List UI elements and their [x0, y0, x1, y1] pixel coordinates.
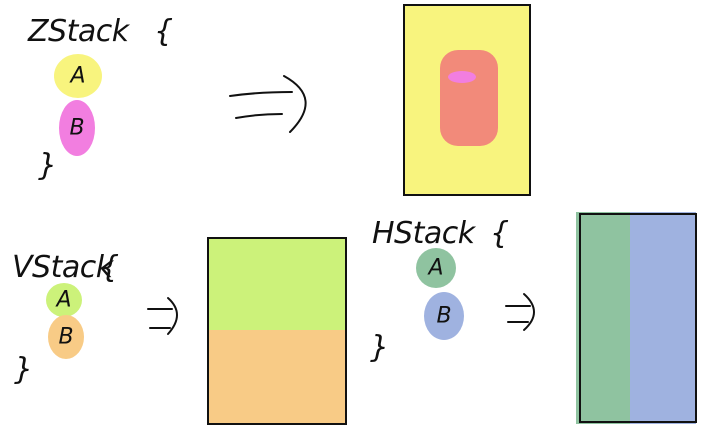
vstack-label-a: A [56, 287, 72, 313]
zstack-keyword: ZStack [28, 14, 129, 49]
zstack-result-salmon [440, 50, 498, 146]
hstack-label-b: B [436, 303, 452, 329]
hstack-result-left [576, 212, 630, 424]
zstack-close-brace: } [38, 148, 57, 183]
vstack-arrow [147, 297, 178, 335]
vstack-close-brace: } [14, 352, 33, 387]
hstack-close-brace: } [370, 330, 389, 365]
hstack-keyword: HStack [372, 216, 475, 251]
hstack-b-blob [424, 292, 464, 340]
zstack-label-a: A [70, 63, 86, 89]
vstack-a-blob [46, 283, 82, 317]
zstack-label-b: B [69, 115, 85, 141]
zstack-result-frame [403, 4, 531, 196]
zstack-b-blob [59, 100, 95, 156]
zstack-open-brace: { [154, 14, 173, 49]
vstack-result-bottom [208, 330, 346, 424]
zstack-arrow [229, 75, 307, 133]
hstack-result-frame [579, 213, 697, 423]
vstack-result-frame [207, 237, 347, 425]
zstack-result-pink-streak [448, 71, 476, 83]
hstack-result-right [630, 212, 696, 424]
hstack-a-blob [416, 248, 456, 288]
vstack-open-brace: { [100, 250, 119, 285]
vstack-keyword: VStack [12, 250, 113, 285]
vstack-b-blob [48, 315, 84, 359]
vstack-label-b: B [58, 324, 74, 350]
hstack-label-a: A [428, 255, 444, 281]
zstack-a-blob [54, 54, 102, 98]
hstack-open-brace: { [490, 216, 509, 251]
vstack-result-top [208, 238, 346, 330]
hstack-arrow [505, 293, 535, 331]
